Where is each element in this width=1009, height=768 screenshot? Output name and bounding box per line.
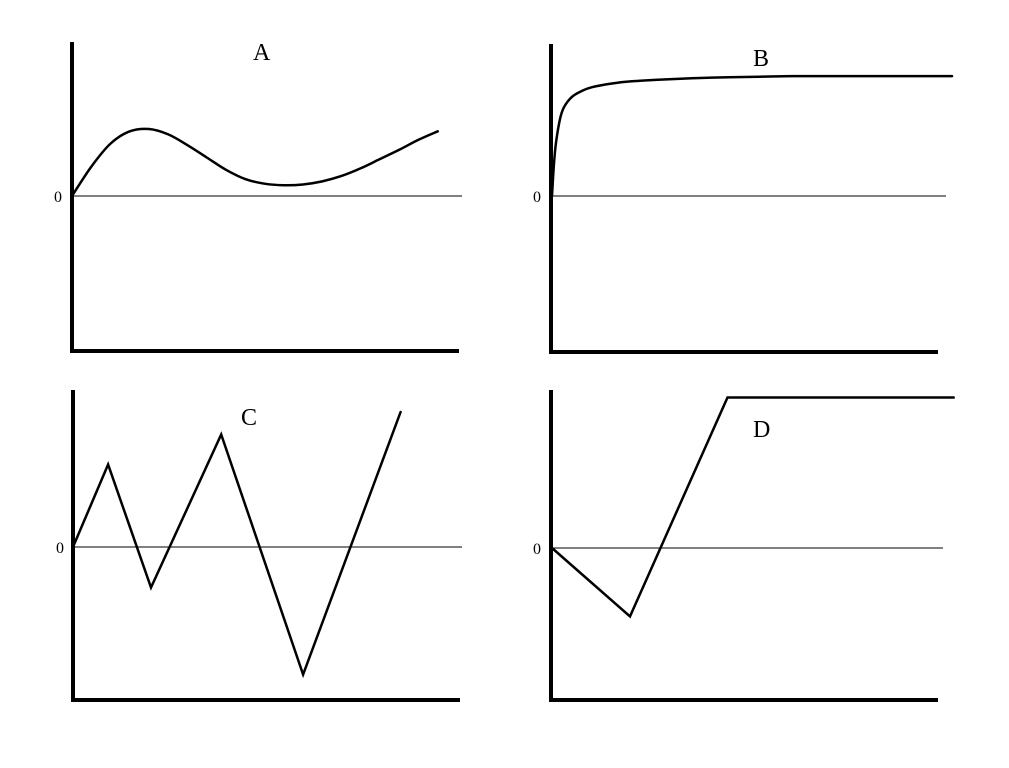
panel-a: 0 A <box>54 40 462 353</box>
panel-c: 0 C <box>56 390 462 702</box>
panel-b-series-line <box>550 74 954 198</box>
panel-b: 0 B <box>533 44 954 354</box>
panel-a-zero-label: 0 <box>54 189 62 206</box>
panel-d-series-line <box>550 396 955 619</box>
panel-d: 0 D <box>533 390 955 702</box>
panel-d-zero-label: 0 <box>533 541 541 558</box>
panel-c-zero-label: 0 <box>56 540 64 557</box>
panel-b-title: B <box>753 46 769 72</box>
panel-c-series-line <box>71 410 402 679</box>
panel-d-title: D <box>753 417 770 443</box>
panel-a-series-line <box>70 127 439 198</box>
panel-c-title: C <box>241 405 257 431</box>
panel-b-zero-label: 0 <box>533 189 541 206</box>
panel-a-title: A <box>253 40 271 66</box>
